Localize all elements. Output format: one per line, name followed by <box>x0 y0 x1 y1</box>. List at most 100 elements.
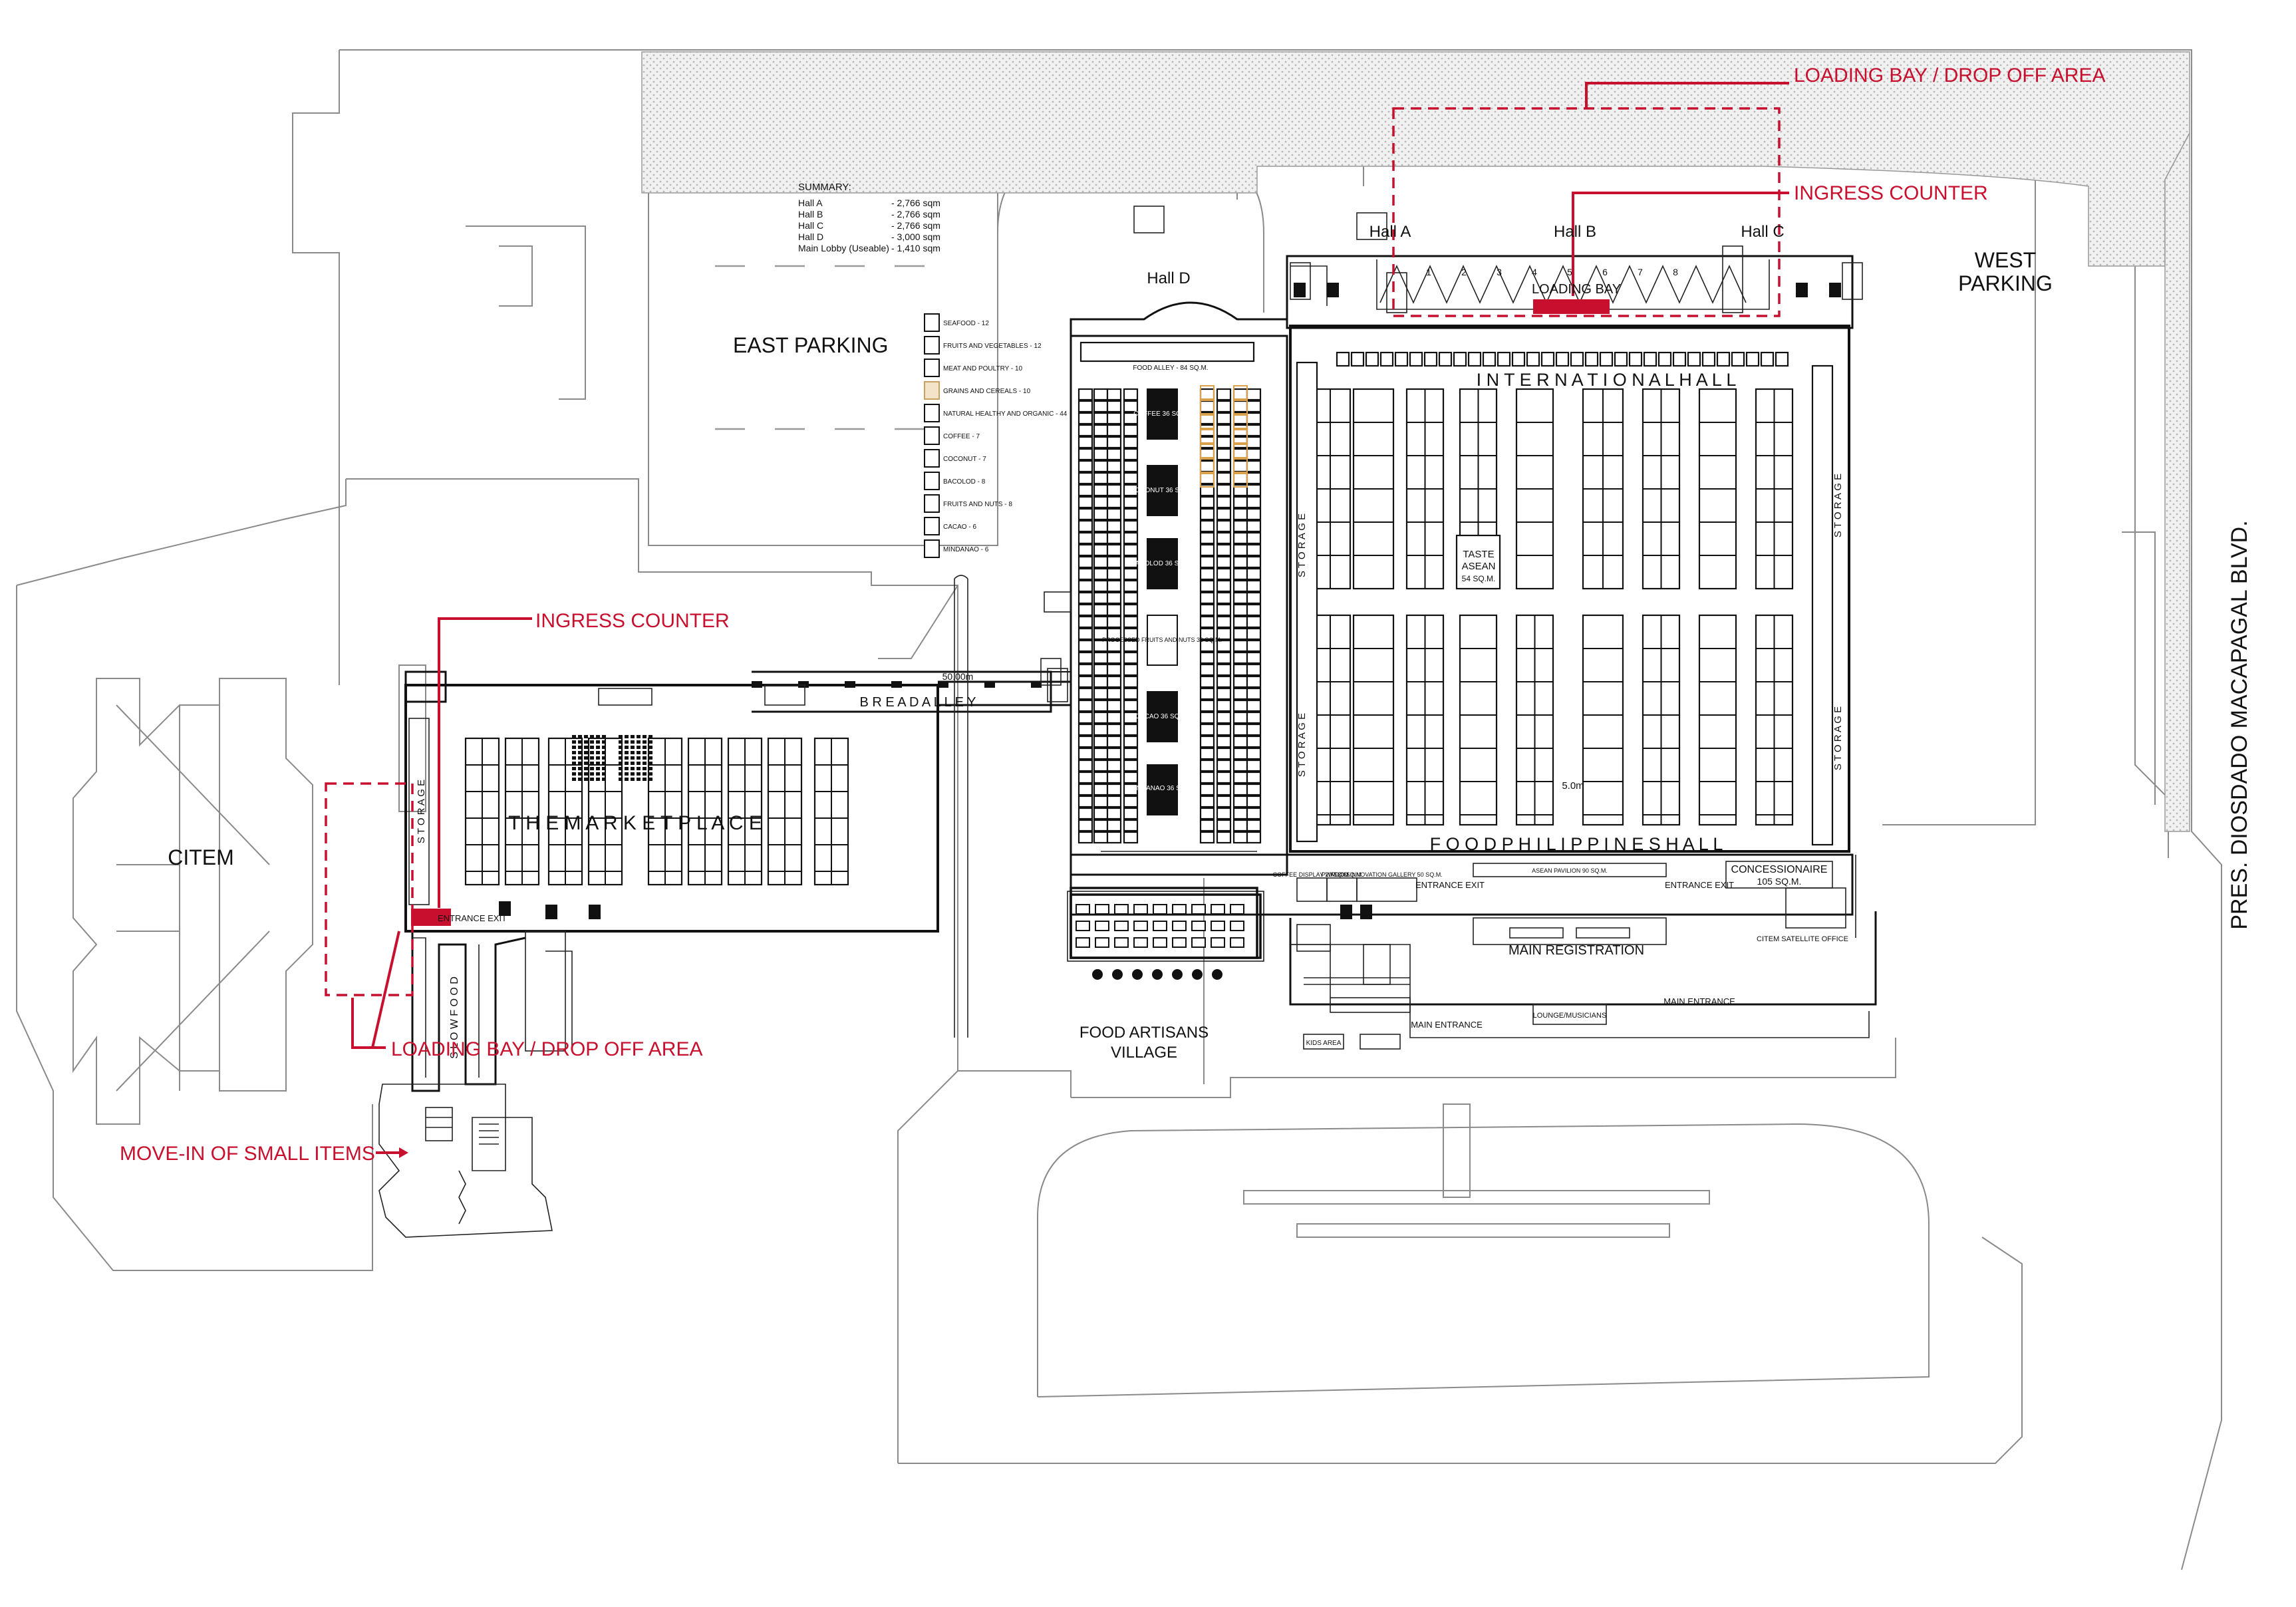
feature-booth <box>1147 388 1178 440</box>
booth-small <box>1216 819 1232 832</box>
booth-small <box>1216 651 1232 664</box>
booth-small <box>1106 508 1122 521</box>
booth-small <box>1106 496 1122 509</box>
booth-small <box>1246 675 1262 688</box>
seat-dot <box>648 756 652 760</box>
seat-dot <box>590 778 594 781</box>
booth-small <box>1031 681 1042 688</box>
booth-small <box>1216 603 1232 617</box>
seat-dot <box>637 767 641 770</box>
booth-small <box>1199 795 1215 808</box>
artisan-table <box>1114 937 1129 948</box>
booth-small <box>1123 783 1139 796</box>
east-parking-label: EAST PARKING <box>733 333 889 357</box>
seat-dot <box>619 772 623 776</box>
main-entrance-label-1: MAIN ENTRANCE <box>1411 1020 1483 1030</box>
booth-small <box>1246 639 1262 653</box>
seat-dot <box>648 740 652 744</box>
booth-small <box>1106 567 1122 581</box>
seat-dot <box>596 772 600 776</box>
seat-dot <box>648 746 652 749</box>
restroom-icon <box>589 905 601 919</box>
food-artisans-label-1: FOOD ARTISANS <box>1079 1024 1209 1042</box>
loading-bay-left-annotation: LOADING BAY / DROP OFF AREA <box>391 1038 702 1060</box>
booth-small <box>1232 496 1248 509</box>
seat-dot <box>637 746 641 749</box>
seat-dot <box>648 762 652 765</box>
booth-small <box>1246 651 1262 664</box>
booth-small <box>1123 412 1139 425</box>
booth-small <box>1199 400 1215 413</box>
booth-small <box>1106 831 1122 844</box>
booth-small <box>1093 555 1109 569</box>
booth-small <box>1106 519 1122 533</box>
food-alley <box>1079 341 1255 363</box>
booth-small <box>984 681 995 688</box>
booth-small <box>1123 519 1139 533</box>
booth-small <box>1199 496 1215 509</box>
legend-swatch <box>924 336 940 355</box>
kids-area-label: KIDS AREA <box>1306 1040 1342 1047</box>
booth-small <box>1350 351 1365 367</box>
booth-small <box>1123 591 1139 605</box>
grains-booth <box>1200 429 1215 444</box>
booth-small <box>1093 735 1109 748</box>
booth-small <box>1232 819 1248 832</box>
booth-small <box>1199 783 1215 796</box>
legend-swatch <box>924 472 940 490</box>
booth-small <box>1540 351 1555 367</box>
artisan-table <box>1076 937 1090 948</box>
ingress-top-annotation: INGRESS COUNTER <box>1794 182 1988 204</box>
booth-small <box>1123 771 1139 784</box>
seat-dot <box>590 762 594 765</box>
booth-small <box>1232 508 1248 521</box>
booth-small <box>1106 699 1122 712</box>
summary-row-name: Hall D <box>798 231 823 242</box>
booth-small <box>1246 723 1262 736</box>
booth-small <box>1123 819 1139 832</box>
summary-row-name: Hall C <box>798 220 823 231</box>
booth-small <box>1123 807 1139 820</box>
booth-small <box>1246 711 1262 724</box>
taste-asean-label-1: TASTE <box>1463 549 1494 560</box>
booth-small <box>1077 591 1093 605</box>
booth-small <box>1232 460 1248 473</box>
booth-small <box>1123 496 1139 509</box>
booth-small <box>1687 351 1701 367</box>
booth-small <box>1232 807 1248 820</box>
booth-small <box>1199 723 1215 736</box>
booth-small <box>1497 351 1511 367</box>
booth-small <box>1453 351 1467 367</box>
booth-small <box>1106 484 1122 497</box>
booth-small <box>1232 555 1248 569</box>
hall-c-label: Hall C <box>1741 223 1784 241</box>
booth-small <box>1123 400 1139 413</box>
booth-small <box>1216 400 1232 413</box>
seat-dot <box>631 740 635 744</box>
seat-dot <box>596 762 600 765</box>
booth-small <box>1199 508 1215 521</box>
seat-dot <box>572 746 576 749</box>
booth-small <box>1216 663 1232 676</box>
distance-5m-label: 5.0m <box>1562 780 1584 792</box>
booth-small <box>1246 687 1262 700</box>
booth-small <box>1246 783 1262 796</box>
booth-small <box>1077 687 1093 700</box>
booth-small <box>1093 567 1109 581</box>
booth-small <box>1232 747 1248 760</box>
booth-small <box>1123 460 1139 473</box>
artisan-table <box>1230 921 1244 931</box>
seat-dot <box>584 735 588 738</box>
booth-small <box>1438 351 1453 367</box>
booth-small <box>1093 651 1109 664</box>
storage-right-label: S T O R A G E <box>1832 474 1844 537</box>
booth-small <box>1232 400 1248 413</box>
booth-small <box>1106 555 1122 569</box>
seat-dot <box>625 767 629 770</box>
booth-small <box>1232 711 1248 724</box>
booth-small <box>1123 711 1139 724</box>
seat-dot <box>619 756 623 760</box>
booth-small <box>1093 675 1109 688</box>
hall-d-label: Hall D <box>1147 269 1190 287</box>
